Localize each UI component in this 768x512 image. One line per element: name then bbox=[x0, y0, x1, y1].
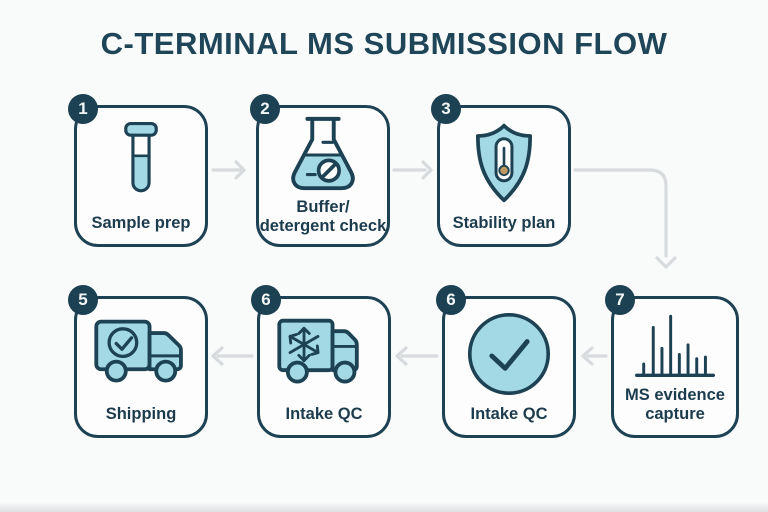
step-number-badge: 1 bbox=[68, 94, 98, 124]
mass-spectrum-icon bbox=[635, 315, 715, 378]
step-number-badge: 7 bbox=[605, 285, 635, 315]
step-label: Shipping bbox=[105, 404, 177, 423]
step-icon-wrap bbox=[627, 299, 723, 386]
step-icon-wrap bbox=[91, 299, 191, 405]
wheel bbox=[333, 360, 357, 384]
step-icon-wrap bbox=[464, 108, 544, 214]
wheel bbox=[154, 359, 178, 383]
thermometer-icon bbox=[494, 137, 514, 183]
flow-arrow-right-1-2 bbox=[211, 160, 246, 180]
no-symbol-icon bbox=[316, 158, 341, 183]
wheel bbox=[104, 359, 128, 383]
step-card-stability-plan: 3 Stability plan bbox=[431, 94, 571, 247]
step-number-badge: 5 bbox=[68, 285, 98, 315]
diagram-title: C-TERMINAL MS SUBMISSION FLOW bbox=[100, 26, 668, 61]
check-badge-icon bbox=[107, 327, 139, 358]
step-icon-wrap bbox=[274, 299, 374, 405]
step-number-badge: 6 bbox=[436, 285, 466, 315]
delivery-truck-check-icon bbox=[94, 319, 183, 383]
snowflake-icon bbox=[288, 326, 320, 363]
step-number-badge: 3 bbox=[431, 94, 461, 124]
step-label: Intake QC bbox=[285, 404, 363, 423]
flow-connector-elbow-3-7 bbox=[573, 168, 677, 269]
step-card-ms-evidence-capture: 7 MS evidence capture bbox=[605, 285, 739, 438]
step-card-buffer-detergent-check: 2 Buffer/ detergent check bbox=[250, 94, 390, 247]
step-label: MS evidence capture bbox=[625, 385, 725, 423]
test-tube-icon bbox=[124, 121, 158, 193]
freezer-truck-icon bbox=[277, 318, 359, 384]
flow-arrow-left-6-6 bbox=[395, 346, 439, 366]
wheel bbox=[285, 360, 309, 384]
check-circle-icon bbox=[467, 312, 551, 395]
step-number-badge: 6 bbox=[251, 285, 281, 315]
shield-thermometer-icon bbox=[476, 123, 532, 203]
spectrum-peaks bbox=[642, 315, 707, 378]
step-card-intake-qc-freezer: 6 Intake QC bbox=[251, 285, 391, 438]
flow-arrow-left-6-5 bbox=[211, 346, 254, 366]
step-label: Buffer/ detergent check bbox=[259, 198, 387, 236]
flask-no-detergent-icon bbox=[291, 116, 355, 191]
step-label: Stability plan bbox=[452, 213, 556, 232]
step-icon-wrap bbox=[282, 108, 364, 198]
step-icon-wrap bbox=[115, 108, 167, 214]
step-card-intake-qc-check: 6 Intake QC bbox=[436, 285, 576, 438]
step-card-sample-prep: 1 Sample prep bbox=[68, 94, 208, 247]
step-card-shipping: 5 Shipping bbox=[68, 285, 208, 438]
bottom-shadow bbox=[0, 502, 768, 512]
flow-arrow-right-2-3 bbox=[392, 160, 433, 180]
step-label: Intake QC bbox=[470, 404, 548, 423]
flow-arrow-left-7-6 bbox=[581, 346, 608, 366]
step-icon-wrap bbox=[465, 299, 553, 405]
step-number-badge: 2 bbox=[250, 94, 280, 124]
step-label: Sample prep bbox=[91, 213, 191, 232]
